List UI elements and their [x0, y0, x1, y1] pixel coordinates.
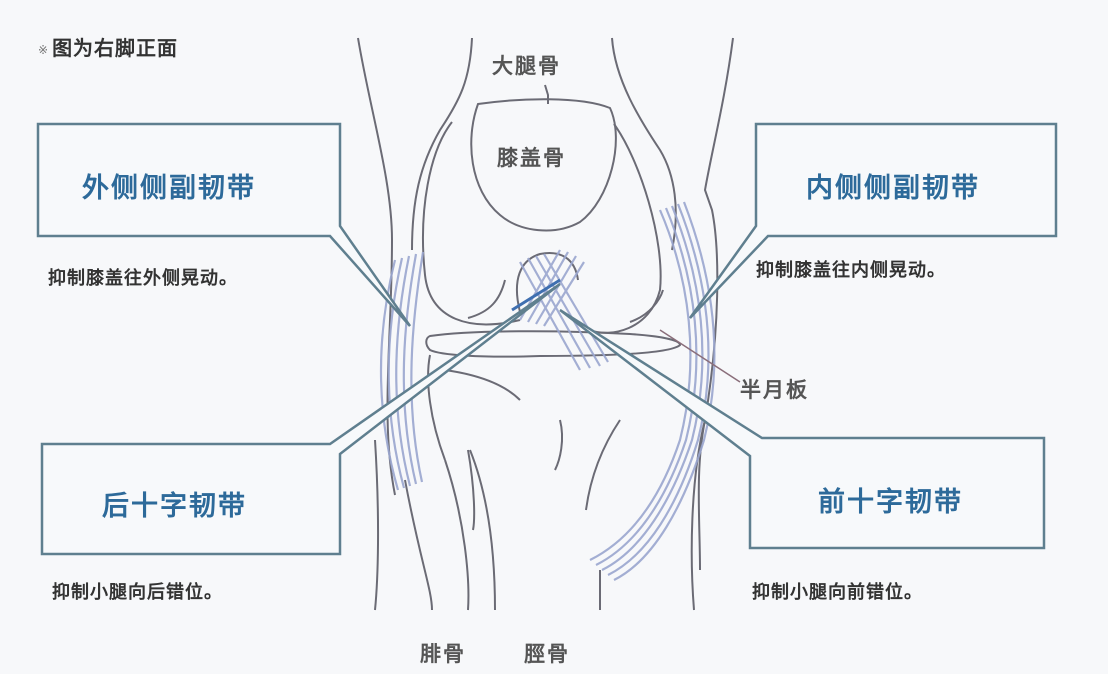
tibia-top	[427, 354, 446, 461]
callout-acl	[559, 308, 1046, 550]
callout-medial-collateral	[688, 122, 1058, 319]
title-anterior-cruciate-ligament: 前十字韧带	[818, 487, 963, 518]
femur-outline-left	[357, 37, 396, 496]
title-posterior-cruciate-ligament: 后十字韧带	[102, 491, 247, 522]
meniscus-pointer	[659, 329, 741, 383]
fibula-right	[469, 449, 496, 611]
femur-inner-left	[411, 37, 473, 251]
callout-lateral-collateral	[36, 122, 412, 327]
lateral-condyle	[422, 121, 521, 326]
label-meniscus: 半月板	[740, 378, 809, 402]
fibula-left	[374, 439, 380, 611]
tibia-right	[690, 419, 706, 611]
label-fibula: 腓骨	[420, 642, 466, 666]
callout-boxes	[36, 122, 1058, 556]
desc-medial-collateral-ligament: 抑制膝盖往内侧晃动。	[756, 260, 946, 281]
desc-lateral-collateral-ligament: 抑制膝盖往外侧晃动。	[48, 268, 238, 289]
bone-outlines	[357, 37, 734, 611]
title-lateral-collateral-ligament: 外侧侧副韧带	[82, 173, 256, 204]
view-note-text: 图为右脚正面	[52, 36, 179, 60]
label-femur: 大腿骨	[492, 54, 561, 78]
label-tibia: 脛骨	[524, 642, 570, 666]
view-note: ※图为右脚正面	[38, 32, 178, 61]
femur-inner-right	[611, 37, 677, 251]
title-medial-collateral-ligament: 内侧侧副韧带	[806, 173, 980, 204]
patella-outline	[470, 98, 617, 232]
callout-pcl	[40, 282, 561, 556]
tibia-left	[444, 459, 470, 611]
reference-mark-icon: ※	[38, 42, 50, 57]
desc-posterior-cruciate-ligament: 抑制小腿向后错位。	[52, 582, 223, 603]
label-patella: 膝盖骨	[497, 146, 566, 170]
meniscus-outline	[425, 330, 682, 358]
medial-condyle	[589, 123, 662, 334]
desc-anterior-cruciate-ligament: 抑制小腿向前错位。	[752, 582, 923, 603]
